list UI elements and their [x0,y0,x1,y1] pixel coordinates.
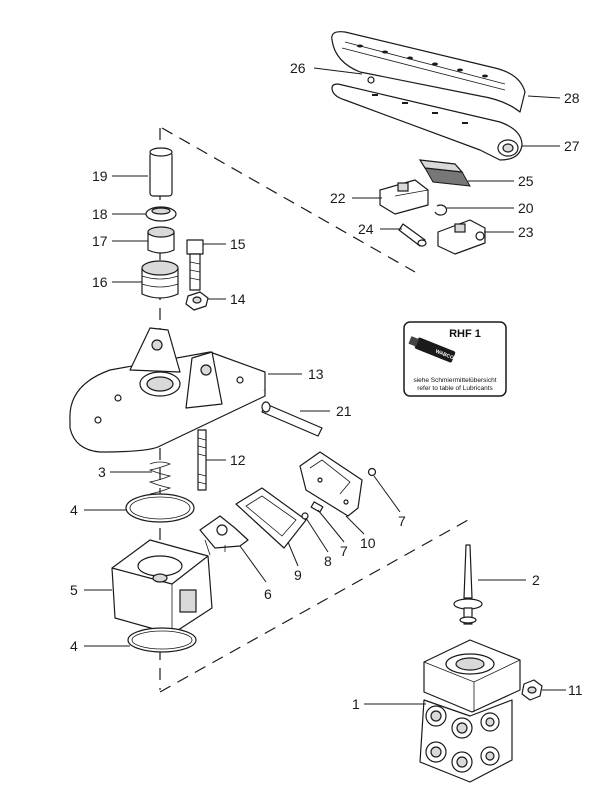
callout-1: 1 [352,696,360,712]
bushing [149,147,173,197]
small-screw [367,76,375,84]
leader-lines [84,67,566,705]
grease-tube-icon: WABCO [408,336,456,363]
callout-9: 9 [294,567,302,583]
roller-pin [398,223,427,247]
base-plate [69,327,266,453]
washer [301,512,309,520]
callout-4-lower: 4 [70,638,78,654]
circlip [434,204,448,216]
callout-20: 20 [518,200,534,216]
callout-24: 24 [358,221,374,237]
callout-3: 3 [98,464,106,480]
ring [145,206,177,222]
callout-17: 17 [92,233,108,249]
valve-housing [111,539,213,635]
callout-25: 25 [518,173,534,189]
callout-6: 6 [264,586,272,602]
callout-10: 10 [360,535,376,551]
o-ring-upper [125,493,195,523]
rubber-pad [418,159,471,187]
hex-bolt [186,239,204,291]
callout-14: 14 [230,291,246,307]
roller-block-left [379,179,429,215]
callout-11: 11 [568,682,583,698]
brake-valve [419,639,521,783]
lubricant-badge: RHF 1 WABCO siehe Schmiermittelübersicht… [403,321,507,397]
callout-26: 26 [290,60,306,76]
callout-13: 13 [308,366,324,382]
o-ring-lower [127,627,197,653]
roller-block-right [437,219,486,255]
switch-bracket [199,515,249,556]
threaded-bush [141,260,179,299]
callout-4-upper: 4 [70,502,78,518]
callout-15: 15 [230,236,246,252]
callout-23: 23 [518,224,534,240]
callout-7-lower: 7 [340,543,348,559]
callout-5: 5 [70,582,78,598]
callout-18: 18 [92,206,108,222]
lubricant-note-de: siehe Schmiermittelübersicht [413,377,496,384]
callout-19: 19 [92,168,108,184]
lubricant-note-en: refer to table of Lubricants [417,385,493,392]
pedal-lever [331,83,523,161]
gasket [235,487,307,549]
callout-12: 12 [230,452,246,468]
lubricant-title: RHF 1 [449,328,481,340]
pedal-plate [331,31,526,113]
threaded-stud [197,429,207,491]
callout-27: 27 [564,138,580,154]
hex-nut [185,291,209,311]
screw-upper [367,467,377,477]
callout-labels: 26 28 27 25 22 20 24 23 19 18 17 15 16 1… [70,60,583,712]
screw-lower [310,501,324,513]
push-rod [261,401,323,437]
callout-28: 28 [564,90,580,106]
callout-8: 8 [324,553,332,569]
sleeve [147,226,175,254]
valve-nut [521,679,543,701]
spring [148,461,172,495]
callout-22: 22 [330,190,346,206]
callout-21: 21 [336,403,352,419]
cover-plate [299,451,363,517]
plunger [453,544,483,625]
callout-16: 16 [92,274,108,290]
callout-2: 2 [532,572,540,588]
callout-7-upper: 7 [398,513,406,529]
